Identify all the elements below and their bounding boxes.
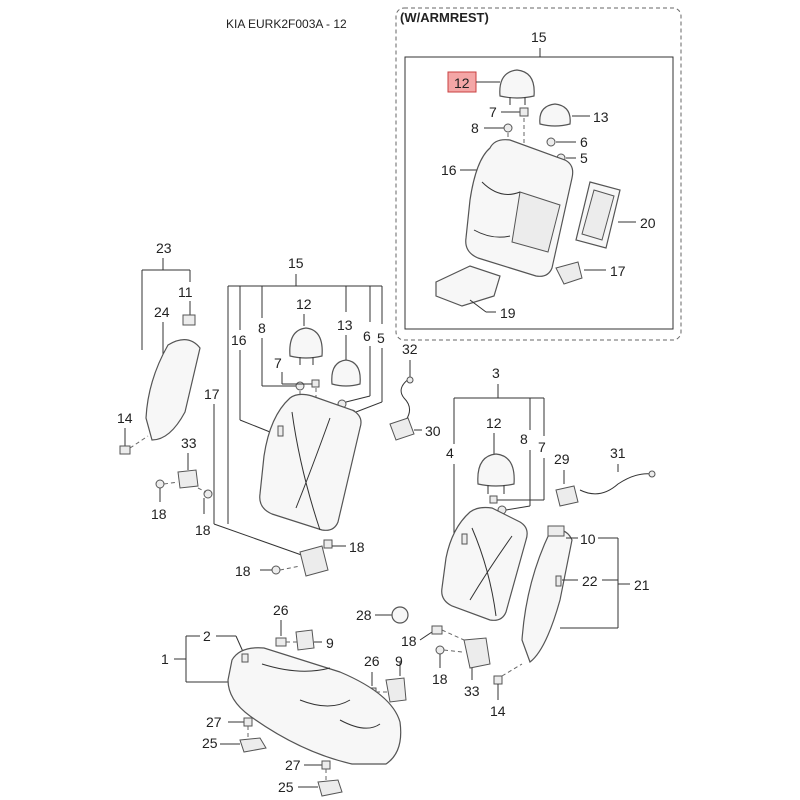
headrest-13: [539, 103, 571, 127]
callout-13[interactable]: 13: [593, 109, 609, 125]
callout-14[interactable]: 14: [490, 703, 506, 719]
seat-cushion-group: 2 1 27 25 27 25: [161, 628, 402, 797]
callout-18a[interactable]: 18: [401, 633, 417, 649]
bracket-25a: [239, 737, 267, 753]
callout-5[interactable]: 5: [580, 150, 588, 166]
headrest-12-right: [477, 453, 515, 487]
callout-18b[interactable]: 18: [195, 522, 211, 538]
callout-7[interactable]: 7: [274, 355, 282, 371]
callout-12[interactable]: 12: [296, 296, 312, 312]
callout-7[interactable]: 7: [489, 104, 497, 120]
callout-17[interactable]: 17: [204, 386, 220, 402]
bracket-17: [555, 261, 583, 285]
callout-7[interactable]: 7: [538, 439, 546, 455]
callout-8[interactable]: 8: [471, 120, 479, 136]
side-bolster-left: [145, 339, 201, 441]
callout-1[interactable]: 1: [161, 651, 169, 667]
callout-4[interactable]: 4: [446, 445, 454, 461]
seatback-right: [441, 506, 528, 621]
seat-cushion: [227, 647, 402, 765]
latch-30: [389, 417, 415, 441]
callout-19[interactable]: 19: [500, 305, 516, 321]
callout-22[interactable]: 22: [582, 573, 598, 589]
callout-9a[interactable]: 9: [326, 635, 334, 651]
callout-15[interactable]: 15: [288, 255, 304, 271]
right-seatback-group: 3 12 8 7 4: [441, 365, 546, 621]
latch-29: [555, 485, 579, 507]
inset-label: (W/ARMREST): [400, 10, 489, 25]
inset-dashed-border: [395, 7, 682, 341]
callout-5[interactable]: 5: [377, 330, 385, 346]
callout-21[interactable]: 21: [634, 577, 650, 593]
callout-23[interactable]: 23: [156, 240, 172, 256]
callout-12[interactable]: 12: [486, 415, 502, 431]
side-bolster-right: [521, 529, 573, 663]
diagram-title: KIA EURK2F003A - 12: [226, 17, 347, 31]
callout-31[interactable]: 31: [610, 445, 626, 461]
callout-9b[interactable]: 9: [395, 653, 403, 669]
headrest-12-center: [289, 327, 323, 359]
misc-parts-group: 32 30 28 26 9 26 9 18 18 33: [273, 341, 656, 719]
callout-26b[interactable]: 26: [364, 653, 380, 669]
callout-15[interactable]: 15: [531, 29, 547, 45]
callout-2[interactable]: 2: [203, 628, 211, 644]
callout-14[interactable]: 14: [117, 410, 133, 426]
right-side-bolster-group: 10 22 21: [521, 525, 650, 663]
callout-16[interactable]: 16: [441, 162, 457, 178]
callout-6[interactable]: 6: [580, 134, 588, 150]
callout-29[interactable]: 29: [554, 451, 570, 467]
armrest-box-19: [435, 265, 501, 307]
callout-8[interactable]: 8: [258, 320, 266, 336]
callout-33[interactable]: 33: [181, 435, 197, 451]
callout-26a[interactable]: 26: [273, 602, 289, 618]
callout-25b[interactable]: 25: [278, 779, 294, 795]
callout-20[interactable]: 20: [640, 215, 656, 231]
callout-18b[interactable]: 18: [432, 671, 448, 687]
bracket-25b: [317, 779, 343, 797]
callout-13[interactable]: 13: [337, 317, 353, 333]
headrest-12: [499, 69, 535, 99]
armrest-inset: (W/ARMREST) 15 12 7 13 8 6 5 16: [395, 7, 682, 341]
callout-3[interactable]: 3: [492, 365, 500, 381]
callout-27a[interactable]: 27: [206, 714, 222, 730]
recliner-33: [463, 637, 491, 669]
center-seatback-group: 15 12 8 16 13 6 5 7: [204, 255, 385, 579]
callout-16[interactable]: 16: [231, 332, 247, 348]
callout-18a[interactable]: 18: [151, 506, 167, 522]
cap-28: [391, 606, 409, 624]
callout-12[interactable]: 12: [454, 75, 470, 91]
callout-17[interactable]: 17: [610, 263, 626, 279]
callout-30[interactable]: 30: [425, 423, 441, 439]
inset-frame: [404, 56, 674, 330]
callout-10[interactable]: 10: [580, 531, 596, 547]
callout-18a[interactable]: 18: [349, 539, 365, 555]
callout-18b[interactable]: 18: [235, 563, 251, 579]
hinge-9a: [295, 629, 315, 651]
callout-25a[interactable]: 25: [202, 735, 218, 751]
callout-33[interactable]: 33: [464, 683, 480, 699]
callout-28[interactable]: 28: [356, 607, 372, 623]
callout-32[interactable]: 32: [402, 341, 418, 357]
bracket-center-lower: [299, 545, 329, 577]
left-side-bolster-group: 23 11 24 14 33 18 18: [117, 240, 213, 538]
hinge-9b: [385, 677, 407, 703]
callout-6[interactable]: 6: [363, 328, 371, 344]
callout-24[interactable]: 24: [154, 304, 170, 320]
headrest-13-center: [331, 359, 361, 387]
seatback-center: [259, 393, 362, 531]
callout-11[interactable]: 11: [178, 284, 193, 300]
callout-8[interactable]: 8: [520, 431, 528, 447]
callout-27b[interactable]: 27: [285, 757, 301, 773]
